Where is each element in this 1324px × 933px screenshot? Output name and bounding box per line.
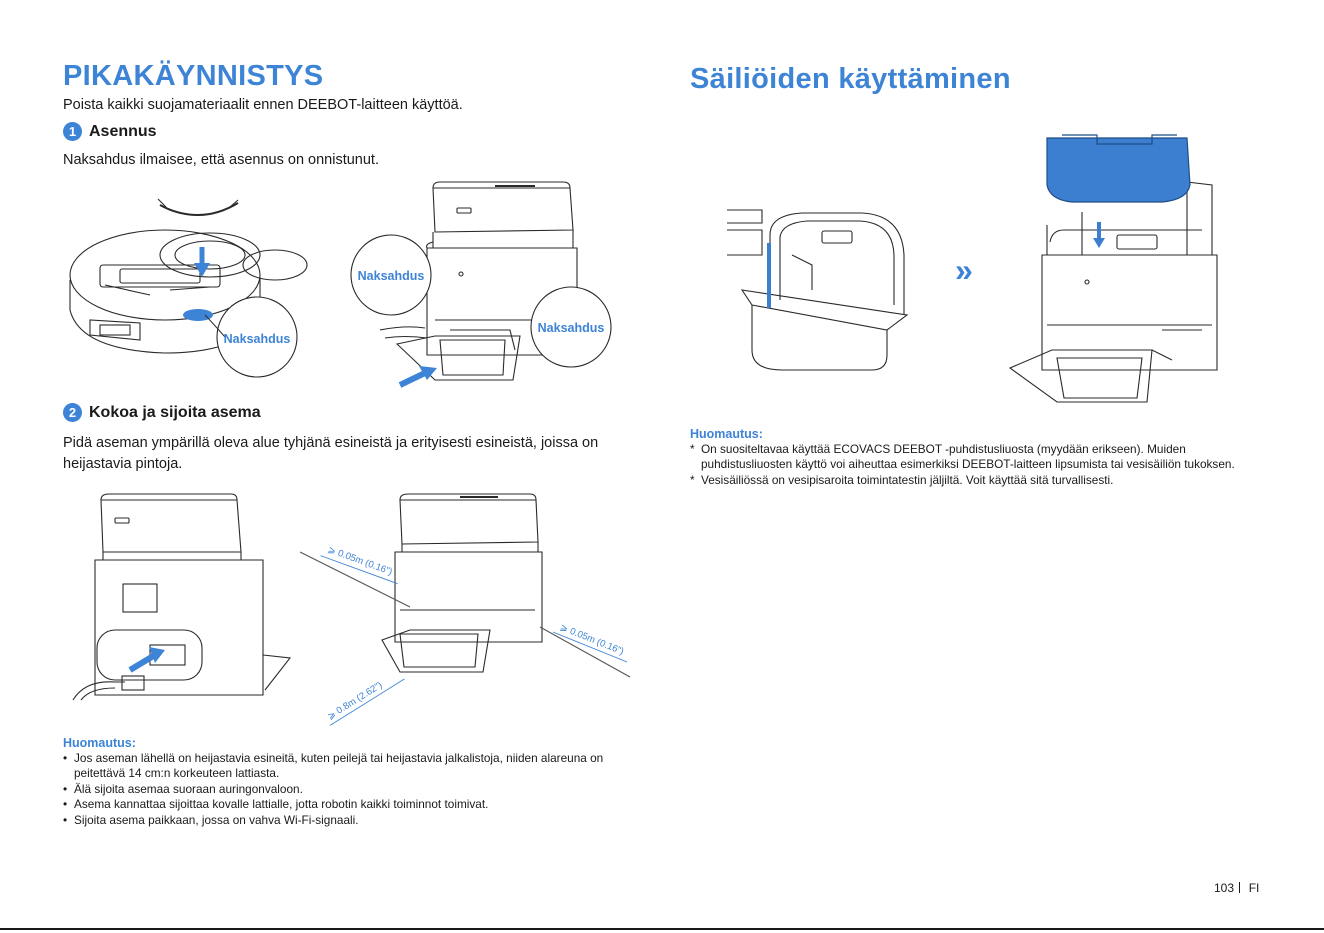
callout-station-left: Naksahdus bbox=[358, 269, 425, 283]
page-footer: 103 FI bbox=[1214, 881, 1259, 895]
bottom-rule bbox=[0, 928, 1324, 930]
right-note: Huomautus: *On suositeltavaa käyttää ECO… bbox=[690, 427, 1260, 488]
step-number-badge: 1 bbox=[63, 122, 82, 141]
right-note-list: *On suositeltavaa käyttää ECOVACS DEEBOT… bbox=[690, 442, 1260, 488]
intro-text: Poista kaikki suojamateriaalit ennen DEE… bbox=[63, 97, 463, 113]
callout-robot: Naksahdus bbox=[224, 332, 291, 346]
language-code: FI bbox=[1248, 881, 1260, 895]
step-1-title: Asennus bbox=[89, 122, 157, 140]
footer-divider bbox=[1239, 882, 1241, 893]
clearance-front: ⩾ 0.8m (2.62") bbox=[326, 680, 385, 722]
clearance-side-right: ⩾ 0.05m (0.16") bbox=[558, 622, 625, 658]
list-item: *On suositeltavaa käyttää ECOVACS DEEBOT… bbox=[690, 442, 1235, 472]
left-note-list: •Jos aseman lähellä on heijastavia esine… bbox=[63, 751, 643, 828]
page-number: 103 bbox=[1214, 881, 1235, 895]
water-tank-illustration bbox=[727, 209, 909, 371]
station-rear-illustration bbox=[72, 493, 292, 701]
list-item: •Älä sijoita asemaa suoraan auringonvalo… bbox=[63, 781, 303, 796]
clearance-illustration: ⩾ 0.05m (0.16") ⩾ 0.05m (0.16") ⩾ 0.8m (… bbox=[300, 493, 631, 726]
callout-circle bbox=[216, 296, 298, 378]
list-item: •Sijoita asema paikkaan, jossa on vahva … bbox=[63, 812, 359, 827]
list-item: *Vesisäiliössä on vesipisaroita toiminta… bbox=[690, 472, 1114, 487]
page-title-left: PIKAKÄYNNISTYS bbox=[63, 60, 324, 92]
next-step-arrow: » bbox=[955, 252, 973, 288]
left-note: Huomautus: •Jos aseman lähellä on heijas… bbox=[63, 736, 643, 828]
step-2-text: Pidä aseman ympärillä oleva alue tyhjänä… bbox=[63, 435, 599, 472]
list-item: •Jos aseman lähellä on heijastavia esine… bbox=[63, 751, 604, 781]
step-1-heading: 1 Asennus bbox=[63, 122, 157, 141]
station-installation-illustration: Naksahdus Naksahdus bbox=[350, 181, 612, 388]
note-title: Huomautus: bbox=[63, 736, 136, 750]
side-brush bbox=[159, 202, 239, 217]
step-1-text: Naksahdus ilmaisee, että asennus on onni… bbox=[63, 152, 379, 168]
step-2-title: Kokoa ja sijoita asema bbox=[89, 403, 261, 421]
water-tank bbox=[1046, 134, 1191, 203]
callout-station-right: Naksahdus bbox=[538, 321, 605, 335]
step-number-badge: 2 bbox=[63, 403, 82, 422]
page-title-right: Säiliöiden käyttäminen bbox=[690, 63, 1011, 95]
step-2-heading: 2 Kokoa ja sijoita asema bbox=[63, 403, 261, 422]
list-item: •Asema kannattaa sijoittaa kovalle latti… bbox=[63, 797, 489, 812]
robot-installation-illustration: Naksahdus bbox=[69, 198, 308, 378]
note-title: Huomautus: bbox=[690, 427, 763, 441]
station-tank-illustration bbox=[1008, 134, 1218, 403]
